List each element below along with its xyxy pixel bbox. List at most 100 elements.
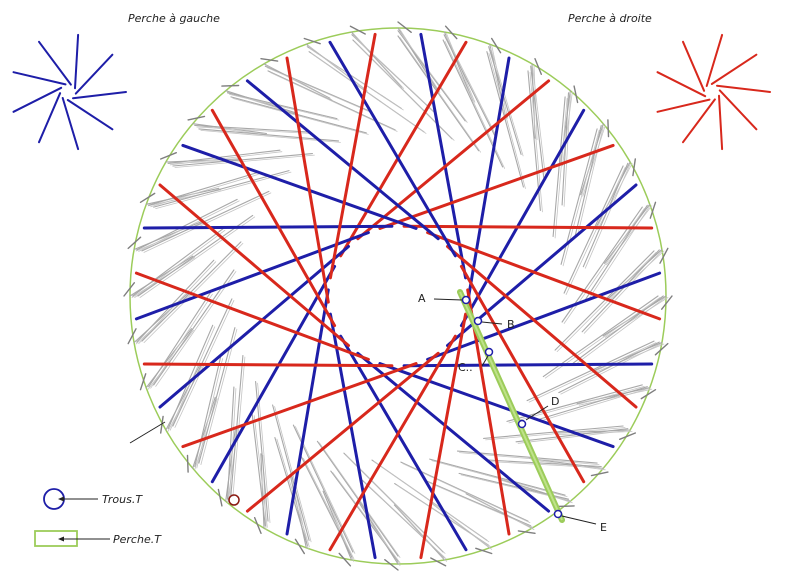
grey-pole — [363, 481, 447, 560]
grey-pole — [399, 37, 482, 153]
legend-hole: Trous.T — [43, 488, 143, 510]
grey-pole-end — [649, 201, 657, 219]
grey-pole-end — [253, 517, 262, 534]
point-c: C.. — [458, 347, 494, 374]
grey-pole — [606, 205, 653, 266]
grey-pole — [133, 220, 204, 251]
grey-pole — [396, 484, 492, 548]
fan-spoke — [61, 97, 80, 151]
grey-pole — [594, 343, 665, 373]
grey-pole — [145, 187, 220, 205]
red-pole — [378, 143, 615, 230]
grey-pole — [167, 324, 214, 430]
fan-spoke — [682, 40, 706, 92]
red-pole — [426, 231, 662, 321]
fan-spoke — [718, 94, 724, 151]
point-label-c: C.. — [458, 361, 473, 374]
red-pole — [181, 362, 418, 449]
blue-pole — [210, 264, 337, 484]
fan-spoke — [74, 33, 80, 90]
grey-pole — [264, 65, 370, 112]
point-b: B — [473, 316, 515, 331]
grey-pole — [532, 67, 547, 180]
red-pole — [285, 56, 330, 304]
grey-pole — [533, 65, 538, 141]
red-pole — [142, 362, 394, 368]
blue-pole — [285, 288, 330, 536]
grey-pole — [345, 454, 446, 554]
grey-pole — [578, 388, 653, 406]
grey-pole — [445, 35, 498, 138]
grey-pole — [138, 200, 240, 252]
grey-pole — [490, 47, 524, 157]
grey-pole — [145, 328, 193, 389]
grey-pole — [257, 382, 271, 523]
grey-pole — [155, 171, 292, 210]
grey-pole — [488, 52, 526, 189]
grey-pole-end — [127, 328, 137, 345]
grey-pole-end — [159, 415, 164, 434]
grey-pole — [308, 47, 404, 111]
grey-pole-end — [159, 151, 178, 160]
outer-ring — [129, 27, 667, 565]
blue-pole — [245, 79, 440, 241]
red-pole — [158, 183, 350, 347]
grey-pole — [194, 398, 218, 471]
grey-pole — [232, 98, 369, 135]
point-red-bottom-left — [228, 494, 240, 506]
red-pole — [210, 108, 337, 328]
grey-pole — [174, 154, 315, 168]
grey-pole — [529, 457, 604, 469]
fan-spoke — [38, 40, 72, 86]
grey-pole — [300, 456, 353, 558]
grey-pole — [230, 354, 244, 496]
grey-pole — [402, 463, 531, 523]
grey-pole-end — [123, 282, 136, 297]
legend: Trous.T Perche.T — [34, 488, 162, 547]
grey-pole — [165, 363, 201, 431]
grey-pole — [225, 427, 237, 502]
grey-pole — [602, 295, 667, 337]
red-pole — [245, 351, 440, 513]
grey-pole — [483, 425, 624, 439]
grey-pole — [556, 251, 657, 353]
point-label-b: B — [507, 318, 515, 331]
grey-pole — [574, 124, 602, 236]
grey-pole — [266, 67, 372, 113]
grey-pole-end — [139, 373, 147, 391]
grey-pole — [426, 480, 532, 527]
grey-pole — [200, 328, 238, 466]
grey-pole — [194, 124, 308, 133]
grey-pole-end — [221, 84, 240, 87]
grey-pole — [226, 386, 235, 500]
grey-pole-end — [294, 538, 305, 555]
blue-pole — [426, 271, 662, 361]
point-d: D — [517, 395, 559, 429]
grey-pole — [560, 343, 662, 395]
grey-pole — [554, 250, 655, 351]
grey-pole — [563, 165, 624, 294]
grey-pole — [139, 216, 256, 298]
grey-pole-end — [260, 58, 279, 62]
grey-pole-end — [556, 505, 575, 508]
grey-pole — [595, 161, 631, 229]
grey-pole — [488, 46, 522, 155]
title-left: Perche à gauche — [128, 12, 220, 25]
grey-pole — [143, 192, 272, 253]
title-right: Perche à droite — [568, 12, 652, 25]
grey-pole — [429, 458, 566, 496]
fan-spoke — [716, 84, 771, 93]
grey-pole — [541, 387, 650, 422]
grey-pole — [165, 158, 241, 163]
fan-spoke — [12, 71, 67, 86]
grey-pole — [528, 342, 657, 403]
grey-pole — [272, 404, 310, 541]
blue-pole — [356, 351, 551, 513]
grey-pole — [604, 297, 669, 338]
grey-pole — [562, 91, 573, 167]
blue-pole — [466, 56, 511, 304]
grey-pole — [263, 63, 331, 99]
right-fan-icon — [656, 33, 771, 151]
grey-pole — [397, 30, 466, 122]
fan-spoke — [656, 98, 711, 113]
